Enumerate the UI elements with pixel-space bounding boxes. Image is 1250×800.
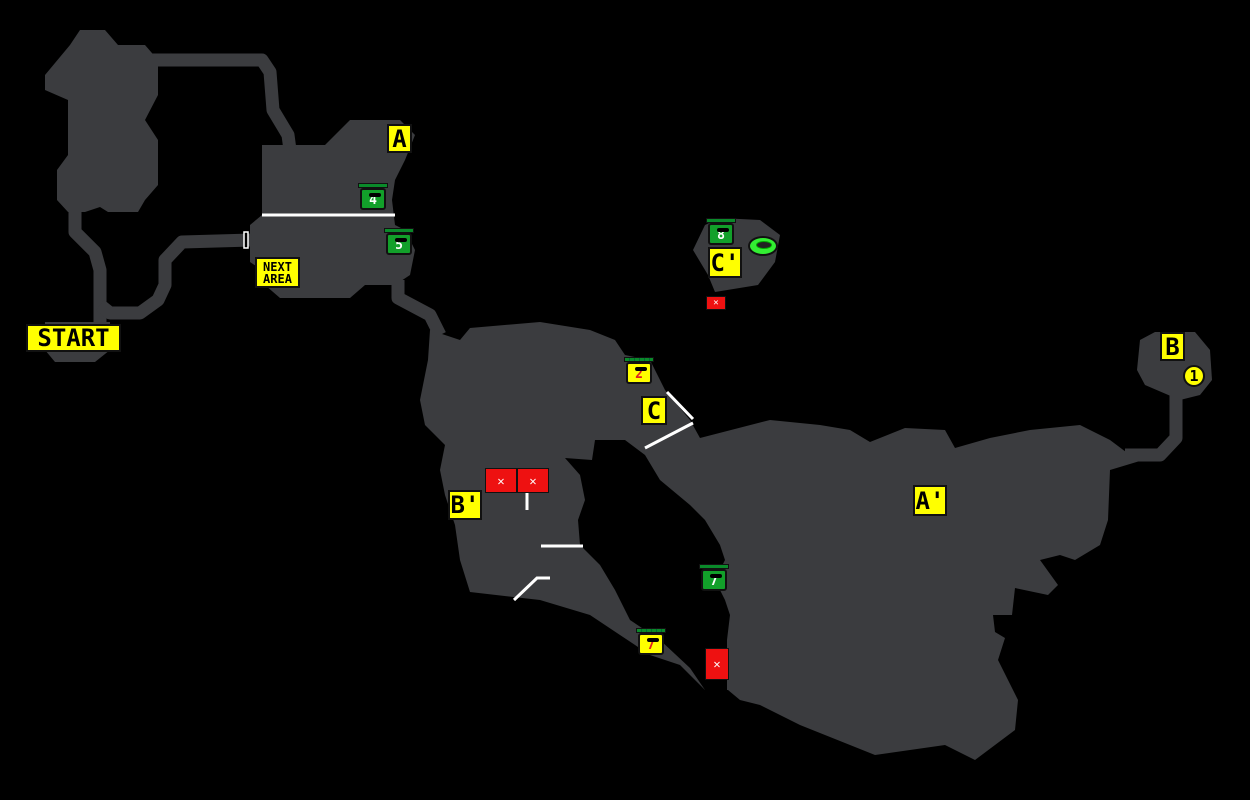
x-block-icon[interactable]: ✕ (517, 468, 549, 493)
label-a: A (387, 124, 412, 153)
x-block-icon[interactable]: ✕ (706, 296, 726, 310)
chest-lid (636, 628, 666, 633)
corridor-top (150, 53, 297, 151)
corridor-left (68, 205, 107, 325)
next-area-text: NEXT AREA (263, 259, 292, 286)
chest-8[interactable]: 8 (706, 218, 736, 246)
chest-lid (706, 218, 736, 223)
chest-number: 7 (638, 633, 664, 655)
chest-2[interactable]: 2 (624, 357, 654, 385)
wall-line (665, 390, 695, 421)
label-a-prime: A' (913, 485, 947, 516)
chest-lid (384, 228, 414, 233)
label-c: C (641, 396, 667, 425)
chest-number: 7 (701, 569, 727, 591)
label-start: START (26, 324, 121, 352)
label-next-area[interactable]: NEXT AREA (255, 257, 300, 288)
main-cavern (420, 322, 1160, 760)
corridor-next (95, 233, 253, 320)
corridor-b (1125, 390, 1183, 462)
x-block-icon[interactable]: ✕ (485, 468, 517, 493)
chest-number: 8 (708, 223, 734, 245)
chest-lid (358, 183, 388, 188)
chest-lid (624, 357, 654, 362)
green-ring-icon[interactable] (748, 236, 778, 256)
chest-number: 5 (386, 233, 412, 255)
corridor-down (391, 280, 446, 338)
chest-5[interactable]: 5 (384, 228, 414, 256)
chest-lid (699, 564, 729, 569)
chest-7-yellow[interactable]: 7 (636, 628, 666, 656)
label-c-prime: C' (708, 247, 742, 278)
door-marker[interactable] (243, 231, 249, 249)
room-start-cave (45, 30, 158, 212)
chest-4[interactable]: 4 (358, 183, 388, 211)
label-b-prime: B' (448, 490, 482, 520)
wall-line (644, 421, 694, 450)
wall-line (512, 576, 550, 602)
marker-1[interactable]: 1 (1183, 365, 1205, 387)
label-b: B (1160, 332, 1185, 361)
x-block-icon[interactable]: ✕ (705, 648, 729, 680)
chest-number: 2 (626, 362, 652, 384)
room-a (250, 120, 415, 298)
cavern-hole (565, 440, 730, 700)
chest-number: 4 (360, 188, 386, 210)
chest-7[interactable]: 7 (699, 564, 729, 592)
